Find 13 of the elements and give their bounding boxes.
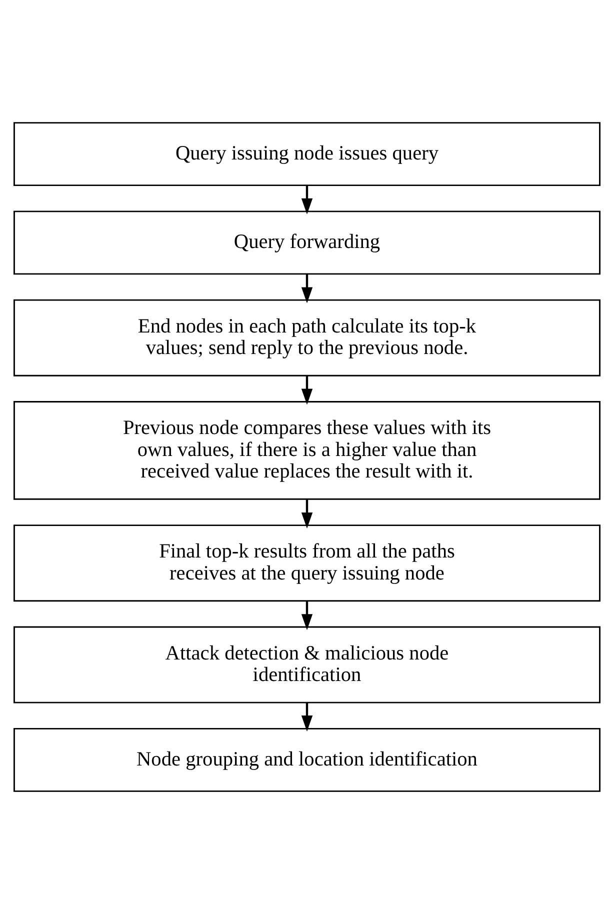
arrow — [301, 376, 313, 405]
node-box: End nodes in each path calculate its top-k values; send reply to the previous node. — [14, 299, 600, 376]
arrow — [301, 601, 313, 630]
node-box: Final top-k results from all the paths receives at the query issuing node — [14, 524, 600, 602]
node-box: Node grouping and location identification — [14, 728, 600, 792]
node-box: Query forwarding — [14, 210, 600, 275]
node-box: Previous node compares these values with its own values, if there is a higher value than received value replaces the result with it. — [14, 401, 600, 500]
arrow — [301, 702, 313, 732]
node-box: Attack detection & malicious node identification — [14, 626, 600, 704]
arrow — [301, 186, 313, 214]
node-box: Query issuing node issues query — [14, 122, 600, 186]
arrow — [301, 500, 313, 528]
arrow — [301, 274, 313, 304]
